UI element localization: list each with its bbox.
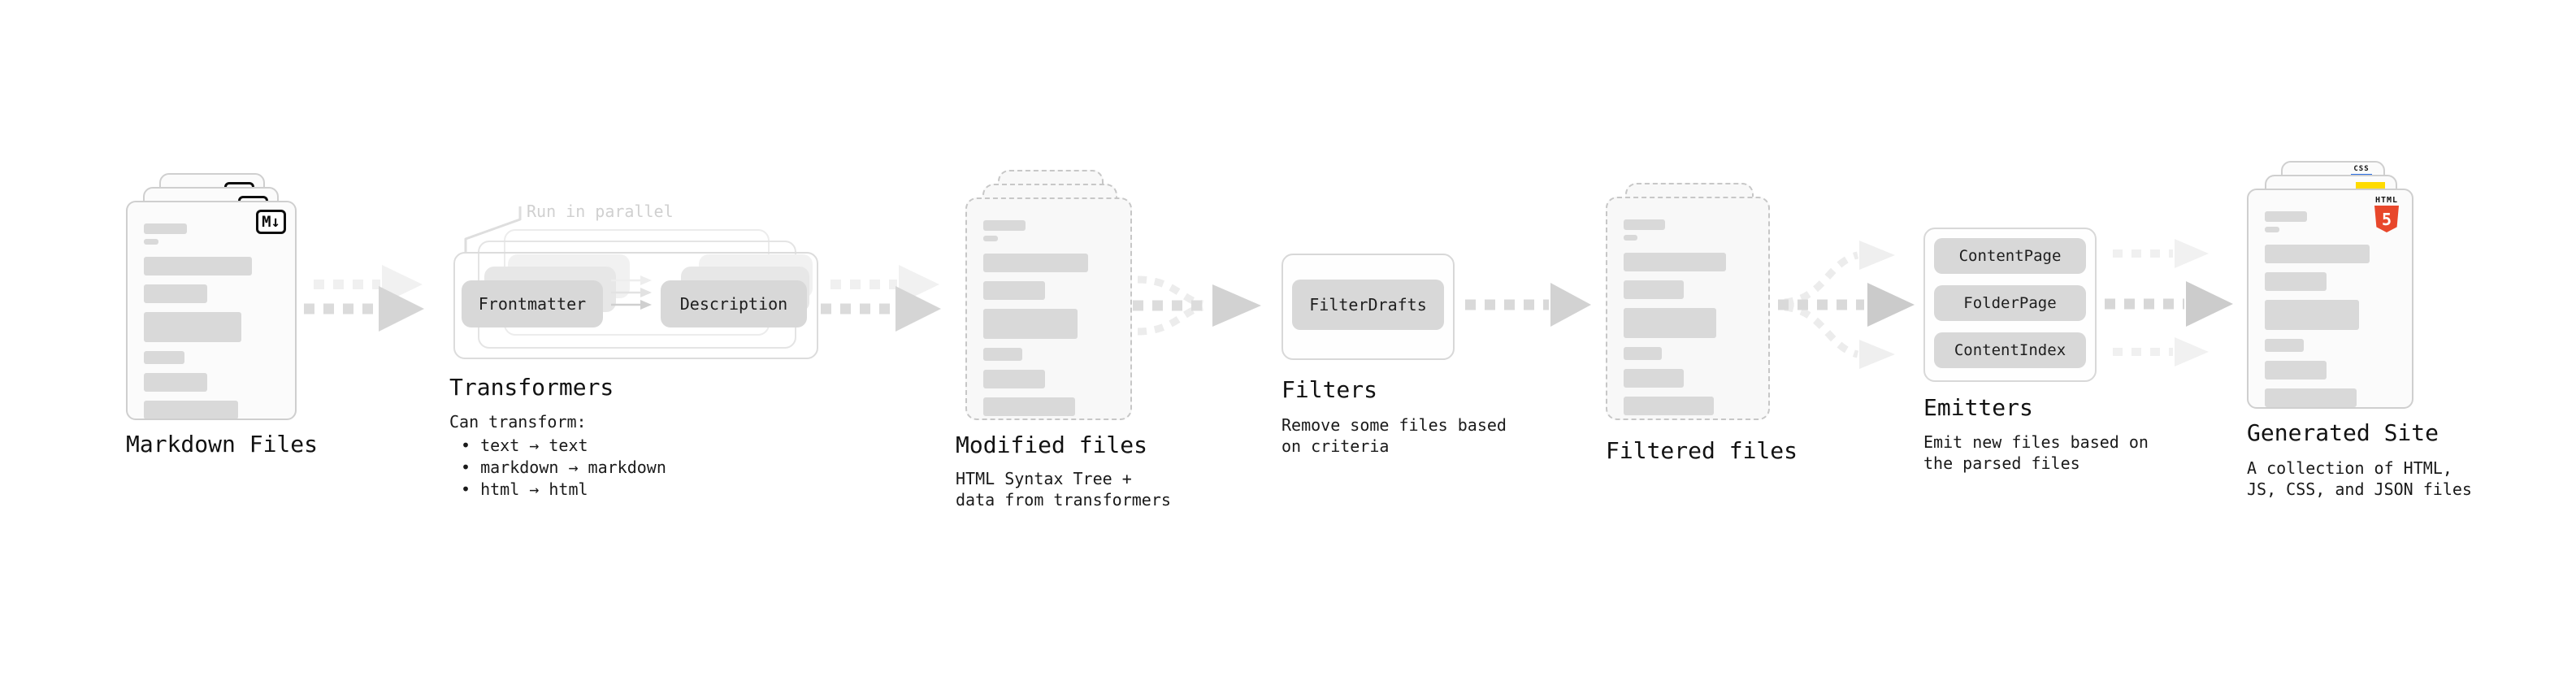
transform-arrows xyxy=(611,275,652,310)
content-bar xyxy=(983,254,1088,272)
file-content-placeholder xyxy=(1607,198,1768,419)
file-content-placeholder xyxy=(128,202,295,419)
content-bar xyxy=(2265,361,2327,380)
content-bar xyxy=(144,223,188,234)
file-content-placeholder xyxy=(2249,190,2412,407)
html5-icon: HTML 5 xyxy=(2371,196,2402,232)
arrow-transformers-to-modified xyxy=(821,265,941,332)
content-bar xyxy=(983,348,1023,361)
transformer-source-box: Frontmatter xyxy=(462,280,603,327)
stage-label-modified-files: Modified files xyxy=(956,432,1148,458)
content-bar xyxy=(1624,347,1663,360)
transformers-bullet: • text → text xyxy=(461,436,588,455)
markdown-file-card-front: M↓ xyxy=(126,201,297,420)
emitter-box: ContentPage xyxy=(1934,238,2086,274)
content-bar xyxy=(144,373,208,392)
run-in-parallel-callout-line xyxy=(464,206,522,252)
content-bar xyxy=(983,281,1045,300)
css-icon-label: CSS xyxy=(2353,165,2370,173)
content-bar xyxy=(983,236,998,241)
content-bar xyxy=(2265,300,2359,330)
html5-icon-label: HTML xyxy=(2374,196,2399,205)
stage-label-filters: Filters xyxy=(1281,376,1378,403)
content-bar xyxy=(144,312,241,342)
run-in-parallel-note: Run in parallel xyxy=(527,202,674,221)
stage-label-generated-site: Generated Site xyxy=(2247,419,2439,446)
generated-file-card-front: HTML 5 xyxy=(2247,189,2413,409)
content-bar xyxy=(1624,253,1727,271)
emitter-box: FolderPage xyxy=(1934,285,2086,321)
stage-label-filtered-files: Filtered files xyxy=(1606,437,1798,464)
arrow-markdown-to-transformers xyxy=(304,265,424,332)
content-bar xyxy=(983,309,1078,339)
transformer-target-box: Description xyxy=(661,280,807,327)
filters-desc: Remove some files based on criteria xyxy=(1281,415,1507,456)
html5-icon-shield: 5 xyxy=(2374,206,2399,232)
stage-label-markdown-files: Markdown Files xyxy=(126,431,319,458)
arrow-filtered-to-emitters xyxy=(1778,241,1915,369)
stage-label-transformers: Transformers xyxy=(449,374,614,401)
content-bar xyxy=(1624,219,1665,230)
content-bar xyxy=(1624,369,1685,388)
content-bar xyxy=(2265,272,2327,291)
modified-file-card-front xyxy=(965,197,1132,420)
emitter-box: ContentIndex xyxy=(1934,332,2086,368)
file-content-placeholder xyxy=(967,199,1130,419)
generated-site-desc: A collection of HTML, JS, CSS, and JSON … xyxy=(2247,458,2472,499)
content-bar xyxy=(2265,245,2370,263)
content-bar xyxy=(1624,235,1638,241)
transformers-desc-title: Can transform: xyxy=(449,412,587,432)
content-bar xyxy=(1624,397,1714,415)
filtered-file-card-front xyxy=(1606,197,1770,420)
content-bar xyxy=(1624,280,1685,299)
content-bar xyxy=(983,220,1026,231)
content-bar xyxy=(2265,339,2305,352)
arrow-filters-to-filtered xyxy=(1465,283,1591,327)
content-bar xyxy=(2265,388,2357,407)
arrow-emitters-to-generated xyxy=(2105,239,2233,367)
filter-box: FilterDrafts xyxy=(1292,280,1444,330)
content-bar xyxy=(144,351,184,364)
transformer-layer-front xyxy=(453,252,818,359)
emitters-desc: Emit new files based on the parsed files xyxy=(1923,432,2149,473)
content-bar xyxy=(144,239,159,245)
content-bar xyxy=(1624,308,1716,338)
content-bar xyxy=(2265,211,2307,222)
content-bar xyxy=(144,257,252,275)
markdown-icon: M↓ xyxy=(256,210,286,234)
arrow-modified-to-filters xyxy=(1133,275,1261,336)
stage-label-emitters: Emitters xyxy=(1923,394,2033,421)
content-bar xyxy=(144,284,208,303)
content-bar xyxy=(144,401,239,419)
transformers-bullet: • html → html xyxy=(461,479,588,499)
content-bar xyxy=(983,397,1075,416)
content-bar xyxy=(983,370,1045,388)
content-bar xyxy=(2265,227,2279,232)
modified-files-desc: HTML Syntax Tree + data from transformer… xyxy=(956,469,1171,510)
transformers-bullet: • markdown → markdown xyxy=(461,458,666,477)
